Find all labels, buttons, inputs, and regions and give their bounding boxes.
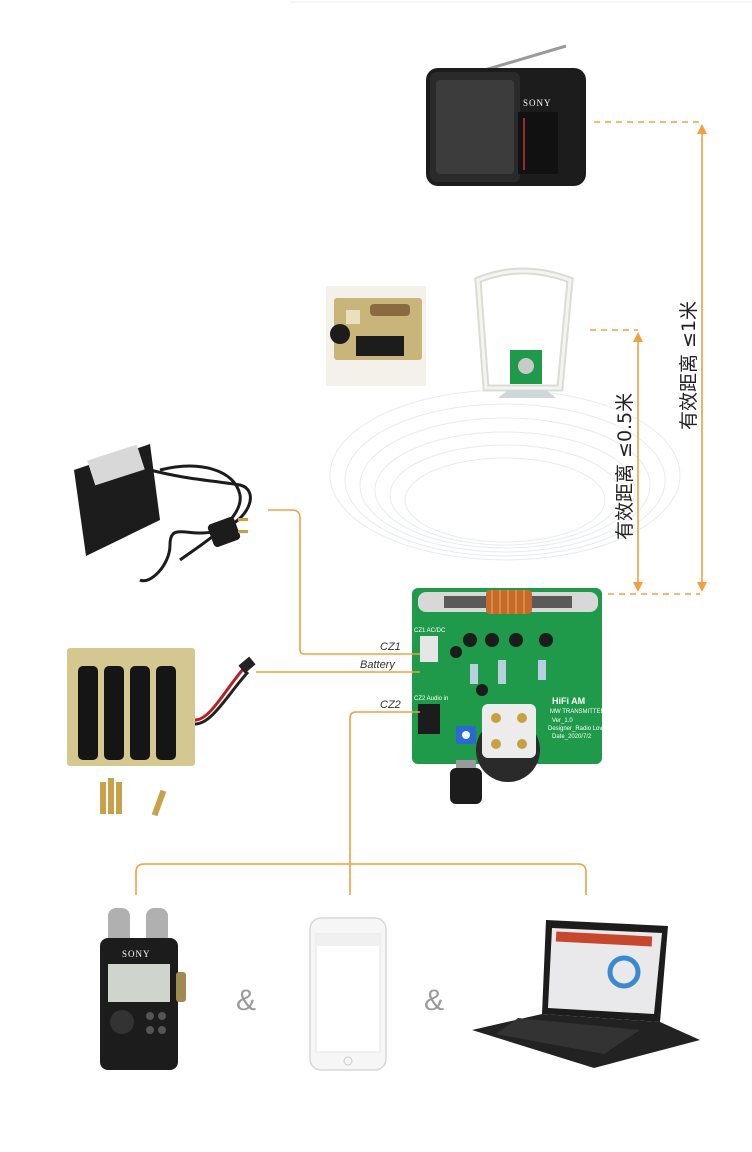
rf-waves (329, 389, 681, 561)
brass-standoffs (100, 778, 167, 817)
range-arrowheads (633, 124, 707, 592)
sources-bus-line (135, 863, 587, 895)
cz1-line (268, 509, 420, 655)
smartphone (309, 917, 387, 1071)
pcb-cz1-silk: CZ1 AC/DC (414, 628, 446, 634)
ferrite-antenna-coil (418, 590, 598, 614)
far-distance-label: 有效距离 ≤1米 (678, 301, 700, 430)
receiver-board (326, 286, 426, 386)
recorder-brand: SONY (122, 949, 151, 959)
pcb-designer: Designer_Radio Lover (548, 726, 608, 732)
pcb-cz2-silk: CZ2 Audio in (414, 696, 448, 702)
laptop (472, 920, 700, 1068)
radio-antenna (477, 44, 567, 74)
pcb-subtitle: MW TRANSMITTER (550, 709, 606, 715)
radio-brand: SONY (523, 98, 552, 108)
sony-radio: SONY (426, 44, 586, 186)
ac-adapter (74, 444, 252, 583)
radio-speaker-grille (436, 80, 514, 174)
range-indicators (590, 121, 703, 595)
connection-lines (135, 509, 587, 895)
battery-label: Battery (360, 659, 396, 671)
loop-antenna (474, 267, 574, 398)
pcb-version: Ver_1.0 (552, 718, 573, 724)
variable-capacitor (476, 704, 540, 782)
sony-recorder: SONY (100, 908, 186, 1070)
cz1-label: CZ1 (380, 641, 401, 653)
volume-knob (450, 760, 482, 804)
separator-ampersand-1: & (236, 984, 256, 1017)
pcb-date: Date_2020/7/2 (552, 734, 592, 740)
cz2-line (349, 711, 420, 895)
near-distance-label: 有效距离 ≤0.5米 (614, 393, 636, 540)
transmitter-pcb: HiFi AM MW TRANSMITTER Ver_1.0 Designer_… (412, 588, 608, 804)
battery-holder (67, 648, 256, 766)
pcb-title: HiFi AM (552, 696, 585, 706)
cz2-label: CZ2 (380, 699, 401, 711)
separator-ampersand-2: & (424, 984, 444, 1017)
